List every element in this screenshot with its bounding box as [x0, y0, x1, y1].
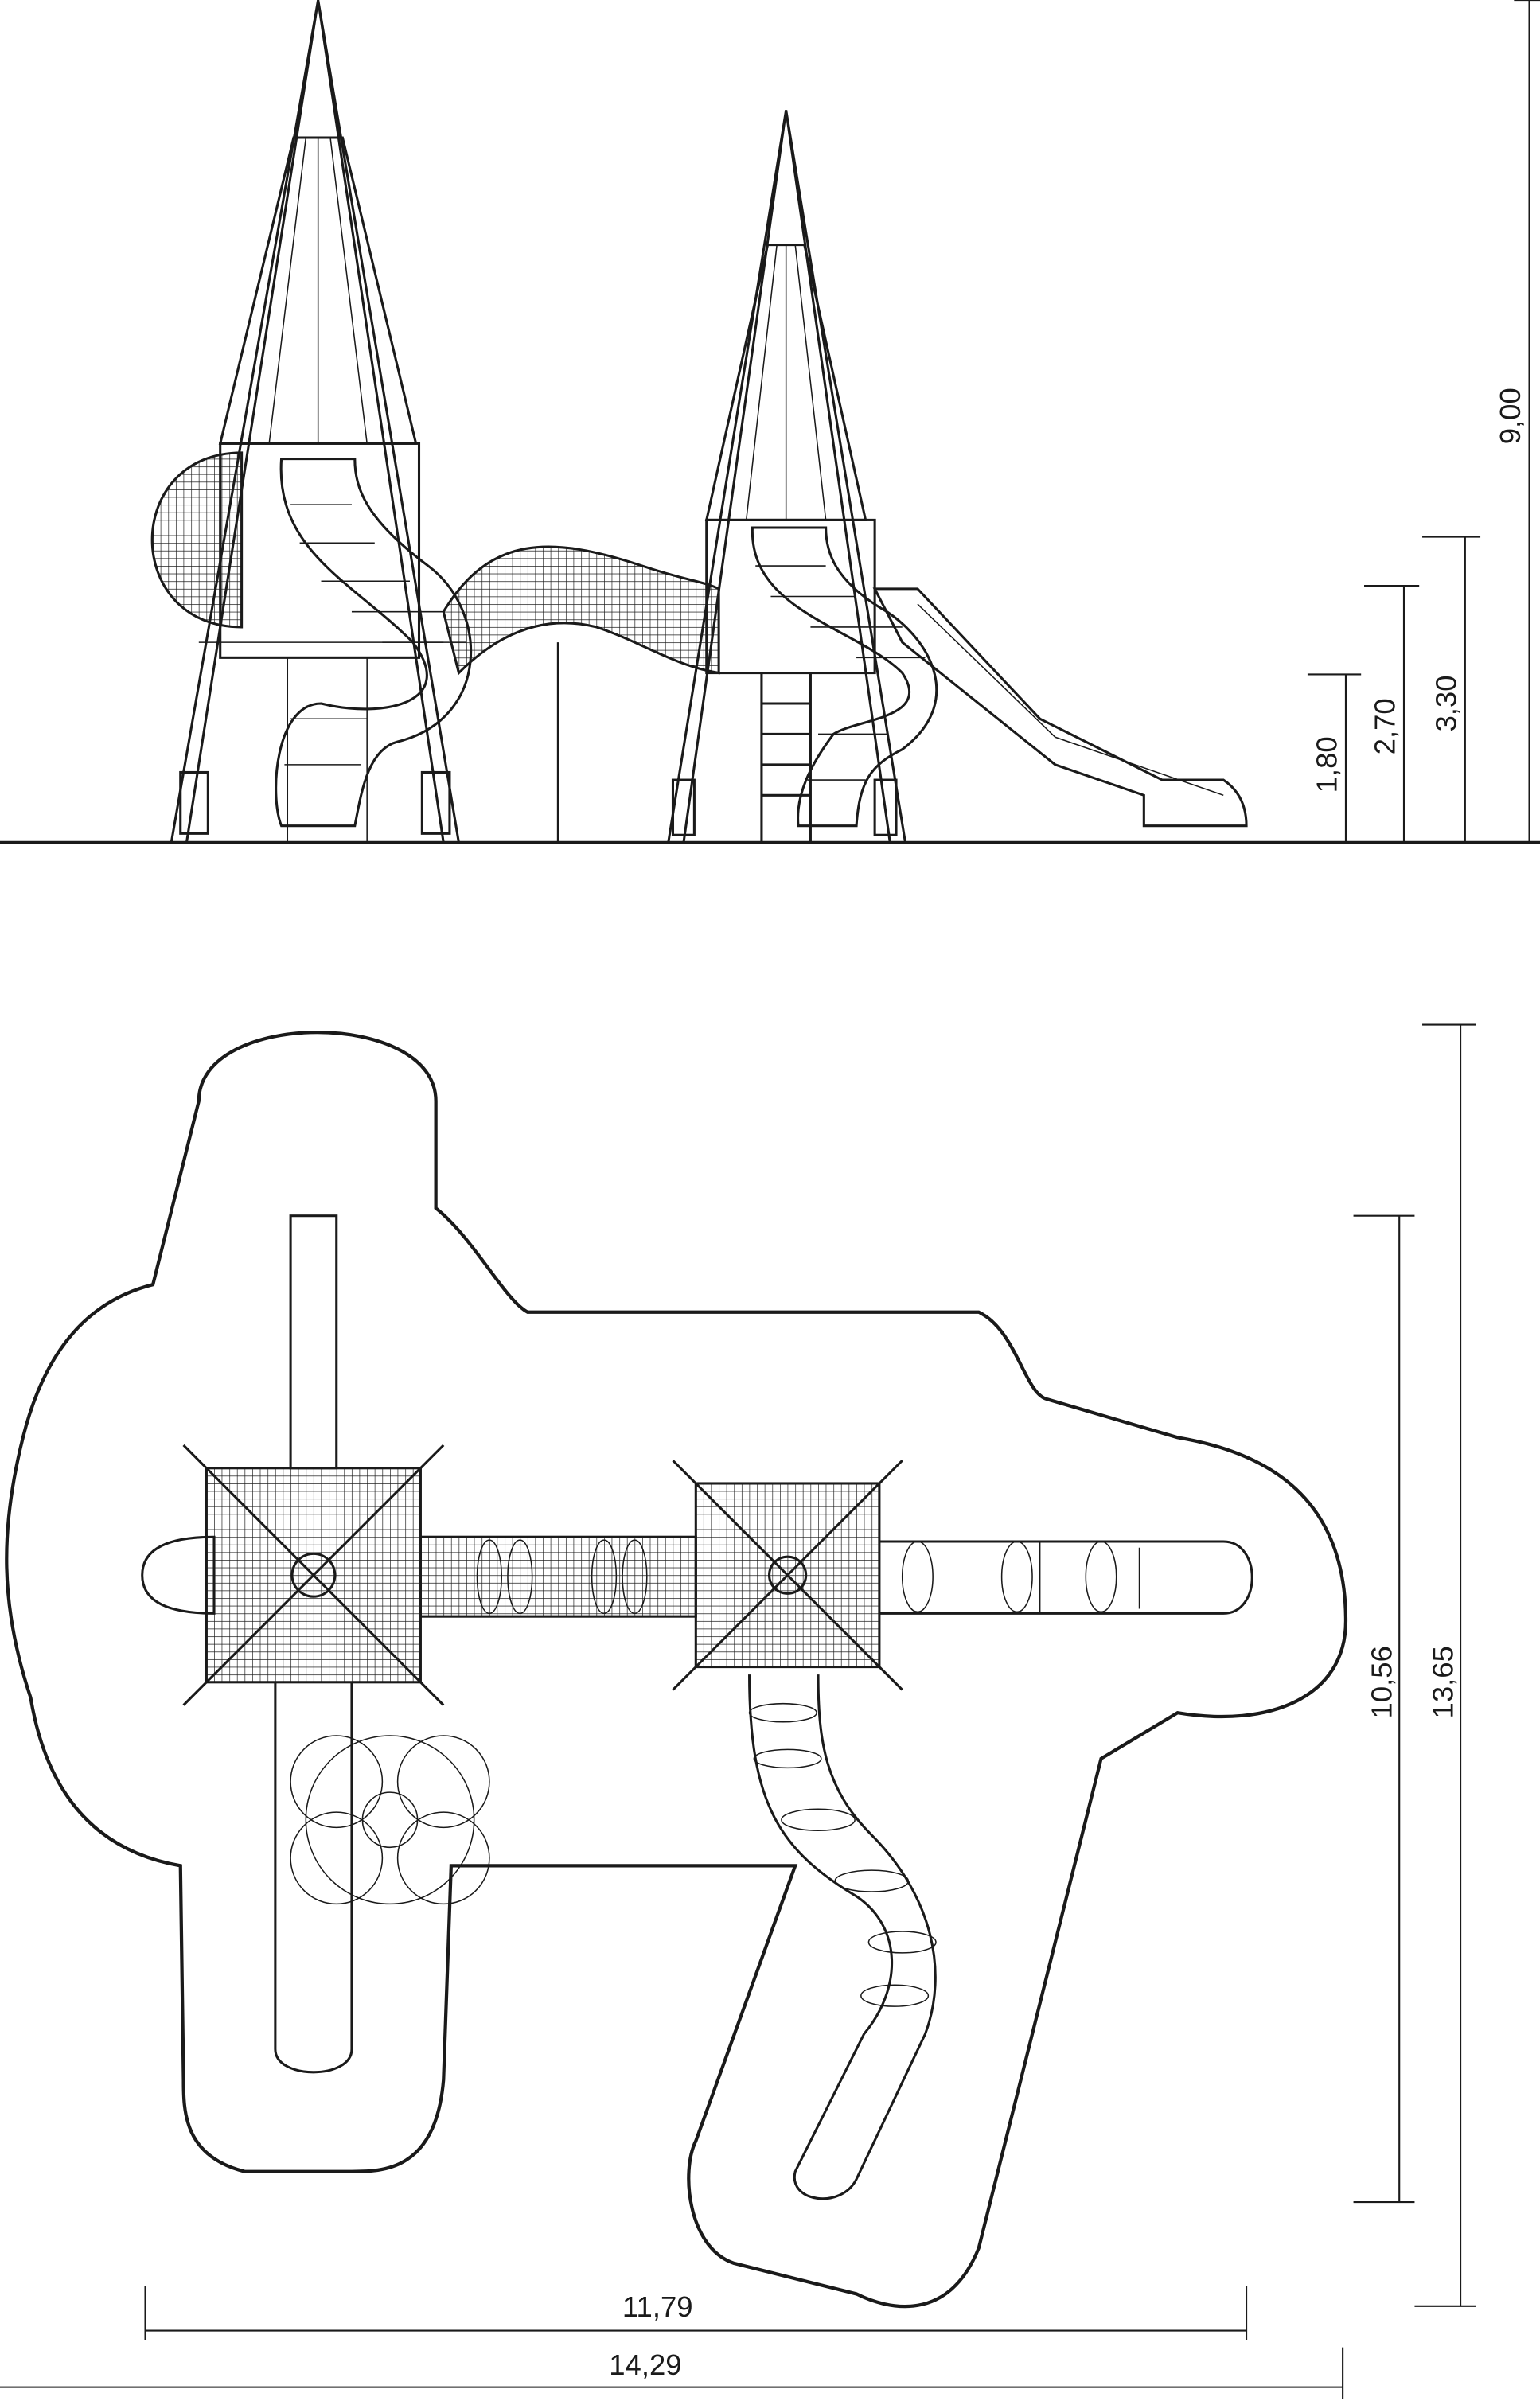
dim-2-70: 2,70	[1368, 698, 1401, 754]
dim-14-29: 14,29	[609, 2348, 681, 2381]
dim-11-79: 11,79	[622, 2290, 693, 2323]
plan-slide-top	[289, 1214, 338, 1470]
safety-zone-outline	[5, 1031, 1348, 2309]
plan-net-tunnel	[419, 1535, 697, 1618]
plan-right-tube	[879, 1540, 1253, 1615]
dim-13-65: 13,65	[1426, 1646, 1459, 1718]
plan-dimensions: 13,65 10,56 11,79 14,29	[0, 1023, 1476, 2399]
dim-1-80: 1,80	[1310, 736, 1343, 793]
right-tower	[667, 110, 907, 844]
net-tunnel	[442, 545, 720, 676]
right-tube-slide	[751, 526, 938, 828]
dim-10-56: 10,56	[1366, 1646, 1398, 1718]
dim-9-00: 9,00	[1494, 388, 1526, 444]
elevation-view: 9,00 3,30 2,70 1,80	[0, 0, 1540, 844]
net-tunnel-end	[150, 451, 244, 629]
left-tube-slide	[275, 458, 472, 828]
left-tower	[170, 0, 460, 844]
plan-curved-tube	[748, 1674, 937, 2200]
dim-3-30: 3,30	[1429, 675, 1462, 731]
plan-view: 13,65 10,56 11,79 14,29	[0, 1023, 1476, 2399]
height-dimensions: 9,00 3,30 2,70 1,80	[1307, 0, 1540, 844]
plan-spiral-tube	[290, 1735, 490, 1905]
plan-slide-bottom-left	[274, 1682, 353, 2074]
open-slide	[872, 587, 1248, 828]
